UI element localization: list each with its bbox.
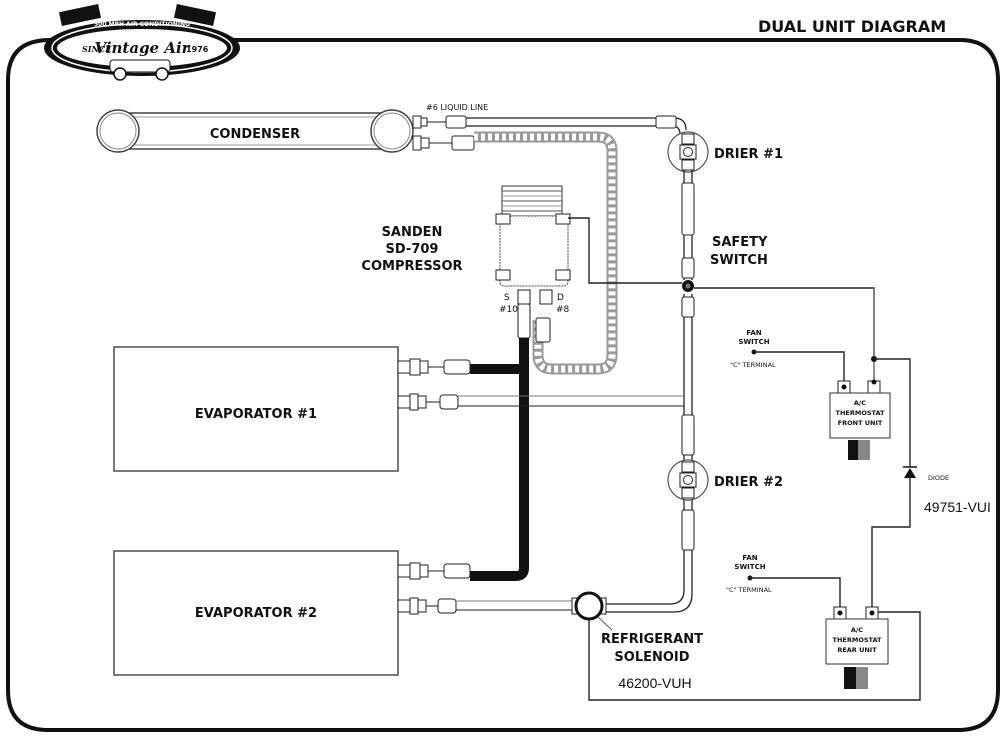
safety-switch[interactable]: SAFETY SWITCH	[682, 235, 768, 292]
logo-year: 1976	[186, 45, 209, 54]
vintage-air-logo: 300 MPH AIR CONDITIONING SINCE Vintage A…	[44, 3, 240, 81]
discharge-port-label: D	[557, 293, 564, 303]
solenoid-label-1: REFRIGERANT	[601, 632, 703, 647]
compressor-label-3: COMPRESSOR	[361, 259, 462, 274]
compressor-label-2: SD-709	[386, 242, 439, 257]
wire-rear-to-solenoid	[588, 611, 921, 701]
drier-1-label: DRIER #1	[714, 147, 783, 162]
solenoid-label-2: SOLENOID	[614, 650, 689, 665]
c-terminal-rear-label: "C" TERMINAL	[726, 586, 772, 594]
c-terminal-front-label: "C" TERMINAL	[730, 361, 776, 369]
high-side-line	[600, 170, 695, 613]
clutch-wire	[568, 217, 682, 284]
wire-bus-to-diode	[874, 358, 911, 467]
discharge-line	[412, 131, 618, 375]
suction-size-label: #10	[499, 305, 518, 315]
evaporator-1[interactable]: EVAPORATOR #1	[113, 346, 684, 472]
drier-1[interactable]: DRIER #1	[667, 131, 783, 173]
diagram-title: DUAL UNIT DIAGRAM	[758, 17, 946, 36]
diode: DIODE 49751-VUI	[903, 466, 991, 515]
suction-port-label: S	[504, 293, 510, 303]
thermostat-front-label-3: FRONT UNIT	[838, 419, 883, 427]
outer-frame	[6, 38, 1000, 732]
safety-switch-label-1: SAFETY	[712, 235, 768, 250]
fan-switch-front[interactable]: FAN SWITCH "C" TERMINAL	[730, 329, 845, 382]
logo-brand: Vintage Air	[94, 39, 190, 57]
fan-switch-rear-label-2: SWITCH	[734, 563, 765, 571]
refrigerant-solenoid[interactable]: REFRIGERANT SOLENOID 46200-VUH	[571, 591, 703, 691]
thermostat-front-label-2: THERMOSTAT	[836, 409, 885, 417]
evaporator-1-label: EVAPORATOR #1	[195, 407, 317, 422]
diode-label: DIODE	[928, 474, 949, 482]
thermostat-rear-label-1: A/C	[851, 626, 863, 634]
thermostat-front-label-1: A/C	[854, 399, 866, 407]
suction-line	[470, 303, 531, 581]
liquid-line	[412, 115, 687, 135]
liquid-line-label: #6 LIQUID LINE	[426, 103, 488, 112]
evaporator-2[interactable]: EVAPORATOR #2	[113, 550, 574, 676]
drier-2-label: DRIER #2	[714, 475, 783, 490]
logo-since: SINCE	[82, 44, 112, 54]
diode-icon	[904, 468, 916, 478]
thermostat-front[interactable]: A/C THERMOSTAT FRONT UNIT	[829, 379, 891, 461]
logo-top-text: 300 MPH AIR CONDITIONING	[94, 21, 190, 28]
fan-switch-front-label-2: SWITCH	[738, 338, 769, 346]
condenser[interactable]: CONDENSER	[96, 109, 414, 153]
thermostat-rear[interactable]: A/C THERMOSTAT REAR UNIT	[825, 606, 889, 689]
wire-diode-to-rear	[871, 478, 911, 608]
drier-2[interactable]: DRIER #2	[667, 459, 783, 501]
condenser-label: CONDENSER	[210, 127, 300, 142]
thermostat-rear-label-2: THERMOSTAT	[833, 636, 882, 644]
discharge-size-label: #8	[556, 305, 570, 315]
thermostat-rear-label-3: REAR UNIT	[837, 646, 877, 654]
evaporator-2-label: EVAPORATOR #2	[195, 606, 317, 621]
fan-switch-rear-label-1: FAN	[742, 554, 757, 562]
compressor-label-1: SANDEN	[382, 225, 443, 240]
compressor[interactable]: SANDEN SD-709 COMPRESSOR S #10 D #8	[361, 185, 571, 315]
wire-safety-to-bus	[694, 287, 875, 360]
solenoid-part-number: 46200-VUH	[618, 675, 691, 691]
fan-switch-front-label-1: FAN	[746, 329, 761, 337]
safety-switch-label-2: SWITCH	[710, 253, 768, 268]
diode-part-number: 49751-VUI	[924, 499, 991, 515]
hot-rod-car-icon	[109, 59, 171, 81]
fan-switch-rear[interactable]: FAN SWITCH "C" TERMINAL	[726, 554, 841, 608]
